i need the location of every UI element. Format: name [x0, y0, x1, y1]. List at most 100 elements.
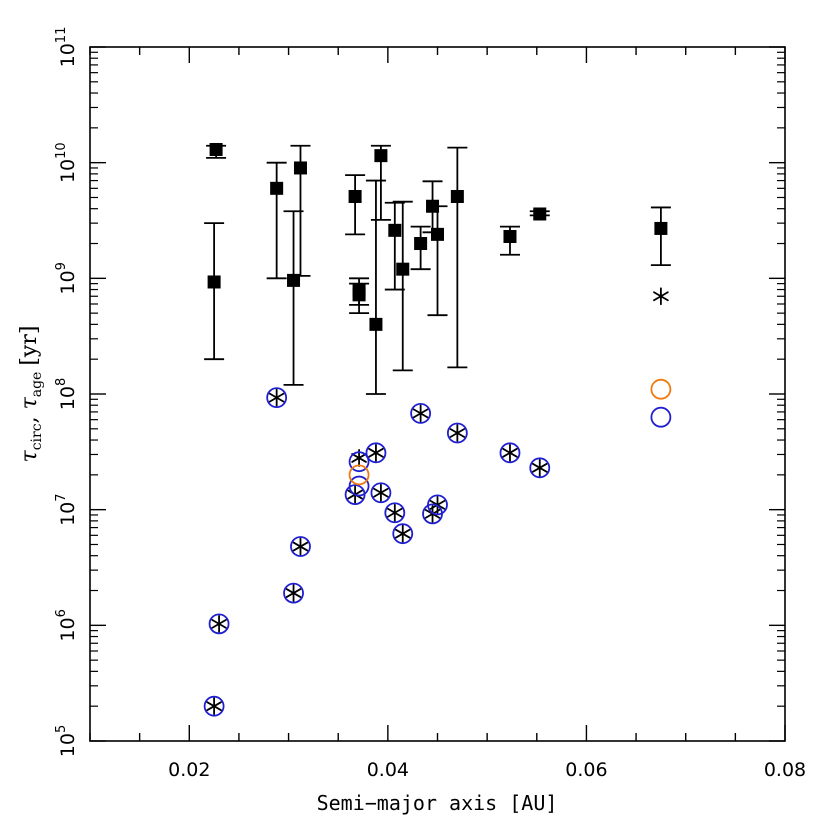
y-tick-base: 10	[57, 617, 79, 641]
asterisk-stroke	[502, 447, 518, 458]
age-point	[290, 144, 311, 277]
y-label-sep: ,	[17, 409, 42, 423]
circ-blue-circle-marker	[208, 613, 230, 635]
y-tick-base: 10	[57, 43, 79, 67]
circ-asterisk-marker	[368, 443, 384, 462]
age-point	[345, 174, 366, 236]
y-tick-base: 10	[57, 159, 79, 183]
age-point	[266, 161, 287, 280]
circ-asterisk-marker	[292, 537, 309, 556]
y-tick-power: 6	[54, 609, 69, 617]
asterisk-stroke	[386, 507, 403, 518]
y-tick-power: 8	[54, 378, 69, 386]
age-point	[529, 207, 550, 221]
y-tick-power: 11	[54, 27, 69, 44]
y-label-tau-2: τ	[17, 396, 42, 409]
circ-blue-circle-marker	[650, 406, 672, 428]
circ-asterisk-marker	[285, 584, 302, 602]
asterisk-stroke	[653, 291, 669, 302]
circ-blue-circle-marker	[348, 475, 370, 497]
y-label-units: [yr]	[17, 326, 42, 366]
y-tick-label-text: 107	[54, 493, 79, 525]
y-tick-label-text: 1010	[54, 142, 79, 183]
age-point	[447, 146, 468, 369]
circ-blue-circle-marker	[392, 523, 414, 545]
age-point	[410, 225, 431, 271]
svg-text:τcirc, τage[yr]: τcirc, τage[yr]	[17, 326, 45, 463]
circ-blue-circle-marker	[499, 442, 521, 464]
plot-frame	[89, 46, 786, 742]
circ-orange-circle-marker	[650, 378, 672, 400]
circ-orange-circle-marker	[348, 464, 370, 486]
circ-blue-circle-marker	[529, 457, 551, 479]
y-tick-power: 10	[54, 142, 69, 159]
circ-blue-circle-marker	[266, 387, 288, 409]
asterisk-stroke	[373, 487, 389, 498]
age-square-marker	[503, 229, 517, 243]
x-tick-label: 0.08	[764, 759, 806, 781]
asterisk-stroke	[351, 453, 367, 463]
circ-asterisk-marker	[268, 388, 285, 407]
age-square-marker	[450, 189, 464, 203]
x-axis-label: Semi−major axis [AU]	[317, 791, 558, 815]
y-label-sub-age: age	[29, 372, 45, 398]
age-point	[392, 200, 413, 372]
asterisk-stroke	[394, 528, 411, 539]
age-square-marker	[207, 275, 221, 289]
y-tick-power: 9	[54, 262, 69, 270]
age-square-marker	[388, 223, 402, 237]
y-tick-label-text: 105	[54, 725, 79, 757]
age-square-marker	[293, 161, 307, 175]
y-tick-label: 1011	[54, 27, 79, 68]
asterisk-stroke	[449, 428, 466, 438]
age-point	[206, 142, 227, 159]
circ-asterisk-marker	[373, 483, 389, 502]
y-tick-label-text: 109	[54, 262, 79, 294]
age-square-marker	[270, 181, 284, 195]
asterisk-stroke	[211, 618, 227, 629]
circ-blue-circle-marker	[370, 482, 392, 504]
age-point	[365, 179, 386, 395]
asterisk-stroke	[285, 588, 302, 598]
y-tick-label: 1010	[54, 142, 79, 183]
asterisk-stroke	[531, 462, 548, 473]
age-square-marker	[209, 142, 223, 156]
y-tick-power: 7	[54, 493, 69, 501]
circ-asterisk-marker	[394, 524, 411, 543]
y-tick-base: 10	[57, 386, 79, 410]
age-square-marker	[369, 317, 383, 331]
circ-blue-circle-marker	[348, 451, 370, 473]
asterisk-stroke	[292, 541, 309, 552]
age-point	[349, 282, 370, 315]
y-tick-base: 10	[57, 502, 79, 526]
y-tick-base: 10	[57, 733, 79, 757]
y-tick-label: 107	[54, 493, 79, 525]
age-point	[204, 222, 225, 361]
circ-asterisk-marker	[502, 443, 518, 462]
circ-blue-circle-marker	[283, 582, 304, 604]
y-tick-label-text: 108	[54, 378, 79, 410]
circ-blue-circle-marker	[365, 442, 387, 464]
circ-asterisk-marker	[206, 697, 222, 716]
y-tick-label-text: 1011	[54, 27, 79, 68]
y-axis-label: τcirc, τage[yr]	[17, 326, 45, 463]
age-point	[384, 201, 405, 291]
circ-blue-circle-marker	[446, 422, 468, 444]
circ-blue-circle-marker	[410, 402, 432, 424]
x-tick-label: 0.06	[565, 759, 607, 781]
age-point	[370, 144, 391, 221]
y-tick-power: 5	[54, 725, 69, 733]
axis-ticks	[89, 46, 786, 742]
circ-blue-circle-marker	[290, 536, 311, 557]
age-square-marker	[352, 288, 366, 302]
x-tick-label: 0.02	[168, 759, 210, 781]
circ-asterisk-marker	[449, 424, 466, 442]
y-tick-label: 108	[54, 378, 79, 410]
data-marks	[203, 142, 672, 717]
asterisk-stroke	[268, 392, 285, 403]
x-tick-label: 0.04	[367, 759, 409, 781]
age-point	[499, 225, 520, 256]
circ-asterisk-marker	[412, 404, 429, 423]
